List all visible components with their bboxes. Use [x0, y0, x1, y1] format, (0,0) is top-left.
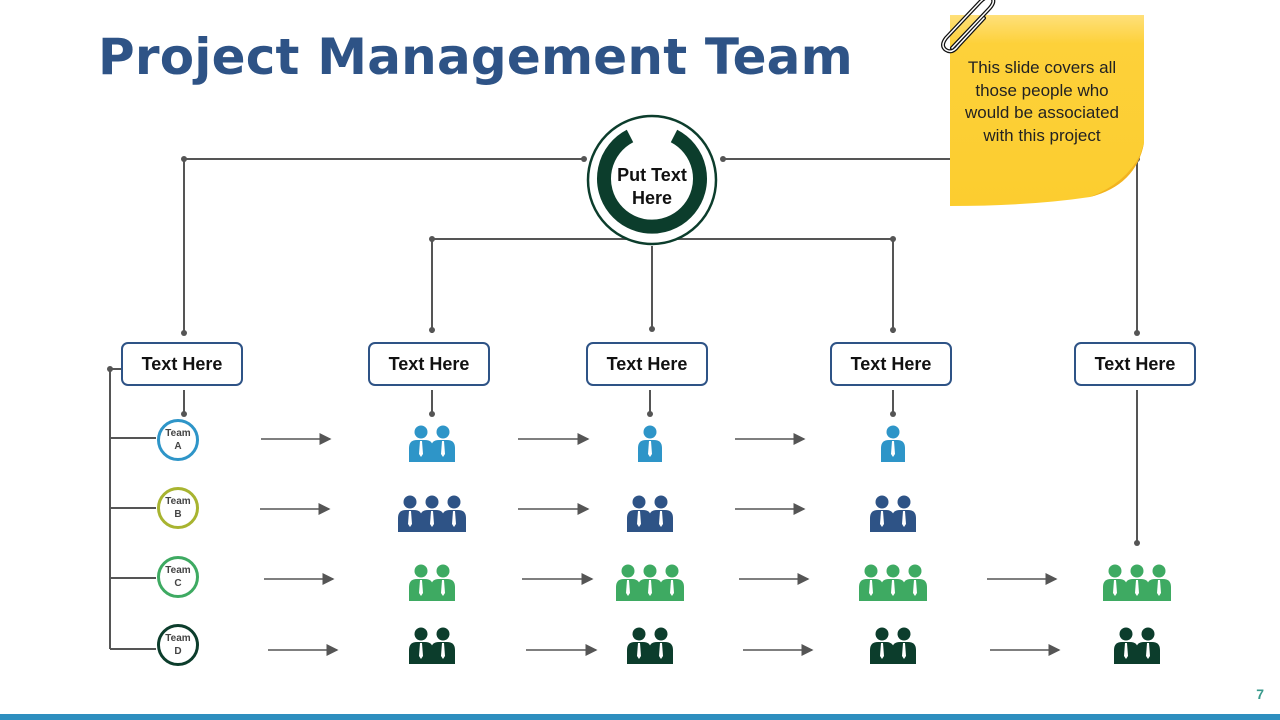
people-group-icon — [880, 424, 905, 462]
sticky-note-text: This slide covers all those people who w… — [964, 58, 1120, 145]
role-box-5: Text Here — [1074, 342, 1196, 386]
paperclip-icon — [941, 0, 996, 54]
team-a-badge: Team A — [157, 419, 199, 461]
hub-label: Put Text Here — [617, 165, 687, 208]
page-title: Project Management Team — [98, 28, 853, 86]
people-group-icon — [637, 424, 662, 462]
people-group-icon — [869, 626, 916, 664]
role-box-4: Text Here — [830, 342, 952, 386]
people-group-icon — [408, 563, 455, 601]
people-group-icon — [626, 626, 673, 664]
team-b-badge: Team B — [157, 487, 199, 529]
team-c-badge: Team C — [157, 556, 199, 598]
people-group-icon — [626, 494, 673, 532]
role-box-1: Text Here — [121, 342, 243, 386]
role-box-2: Text Here — [368, 342, 490, 386]
people-group-icon — [408, 626, 455, 664]
bottom-accent-bar — [0, 714, 1280, 720]
role-box-3: Text Here — [586, 342, 708, 386]
people-group-icon — [397, 494, 466, 532]
team-d-badge: Team D — [157, 624, 199, 666]
people-group-icon — [858, 563, 927, 601]
people-group-icon — [1102, 563, 1171, 601]
sticky-note — [950, 15, 1144, 206]
people-group-icon — [1113, 626, 1160, 664]
people-group-icon — [408, 424, 455, 462]
people-group-icon — [615, 563, 684, 601]
page-number: 7 — [1256, 686, 1264, 702]
people-group-icon — [869, 494, 916, 532]
hub-circle — [586, 114, 718, 246]
